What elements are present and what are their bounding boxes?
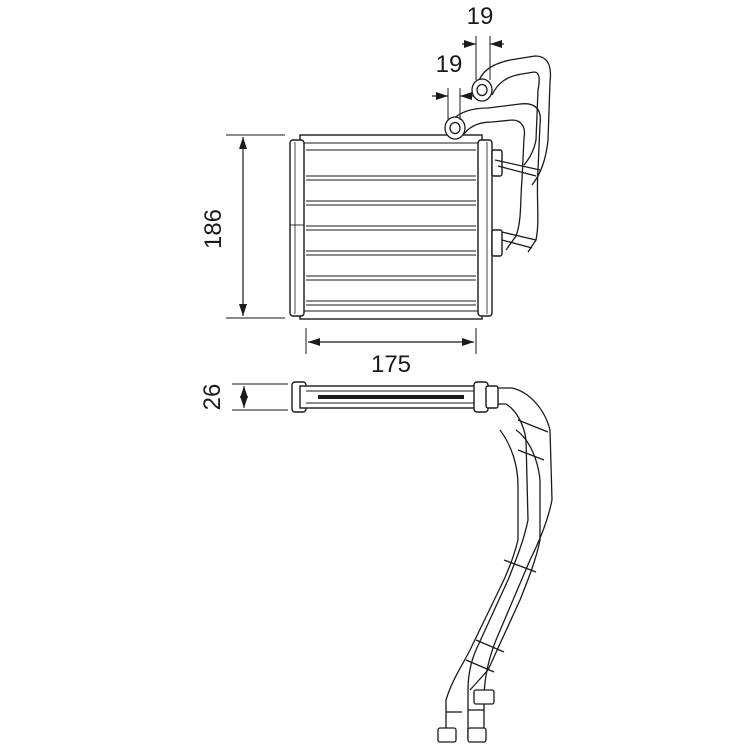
upper-pipe-end [471, 78, 493, 102]
heater-core-front-view [289, 134, 503, 320]
dimension-pipe-inlet: 19 [432, 51, 474, 120]
width-label: 175 [371, 351, 411, 378]
pipe-outlet-label: 19 [467, 3, 494, 30]
left-tank [289, 139, 305, 317]
dimension-height: 186 [200, 134, 285, 319]
dimension-pipe-outlet: 19 [462, 3, 504, 80]
inlet-stub [491, 229, 503, 257]
core-fins [306, 149, 476, 306]
core-body [299, 134, 483, 320]
height-label: 186 [200, 209, 227, 249]
right-tank [477, 139, 493, 317]
lower-pipe-end [444, 116, 466, 140]
dimension-width: 175 [305, 328, 477, 378]
dimension-depth: 26 [199, 383, 288, 411]
heater-core-top-view [291, 381, 499, 413]
top-view-pipes [437, 387, 553, 743]
front-view-pipes [444, 55, 552, 253]
depth-label: 26 [199, 384, 226, 411]
pipe-inlet-label: 19 [436, 51, 463, 78]
top-view-slot [318, 395, 464, 399]
outlet-stub [491, 149, 503, 177]
